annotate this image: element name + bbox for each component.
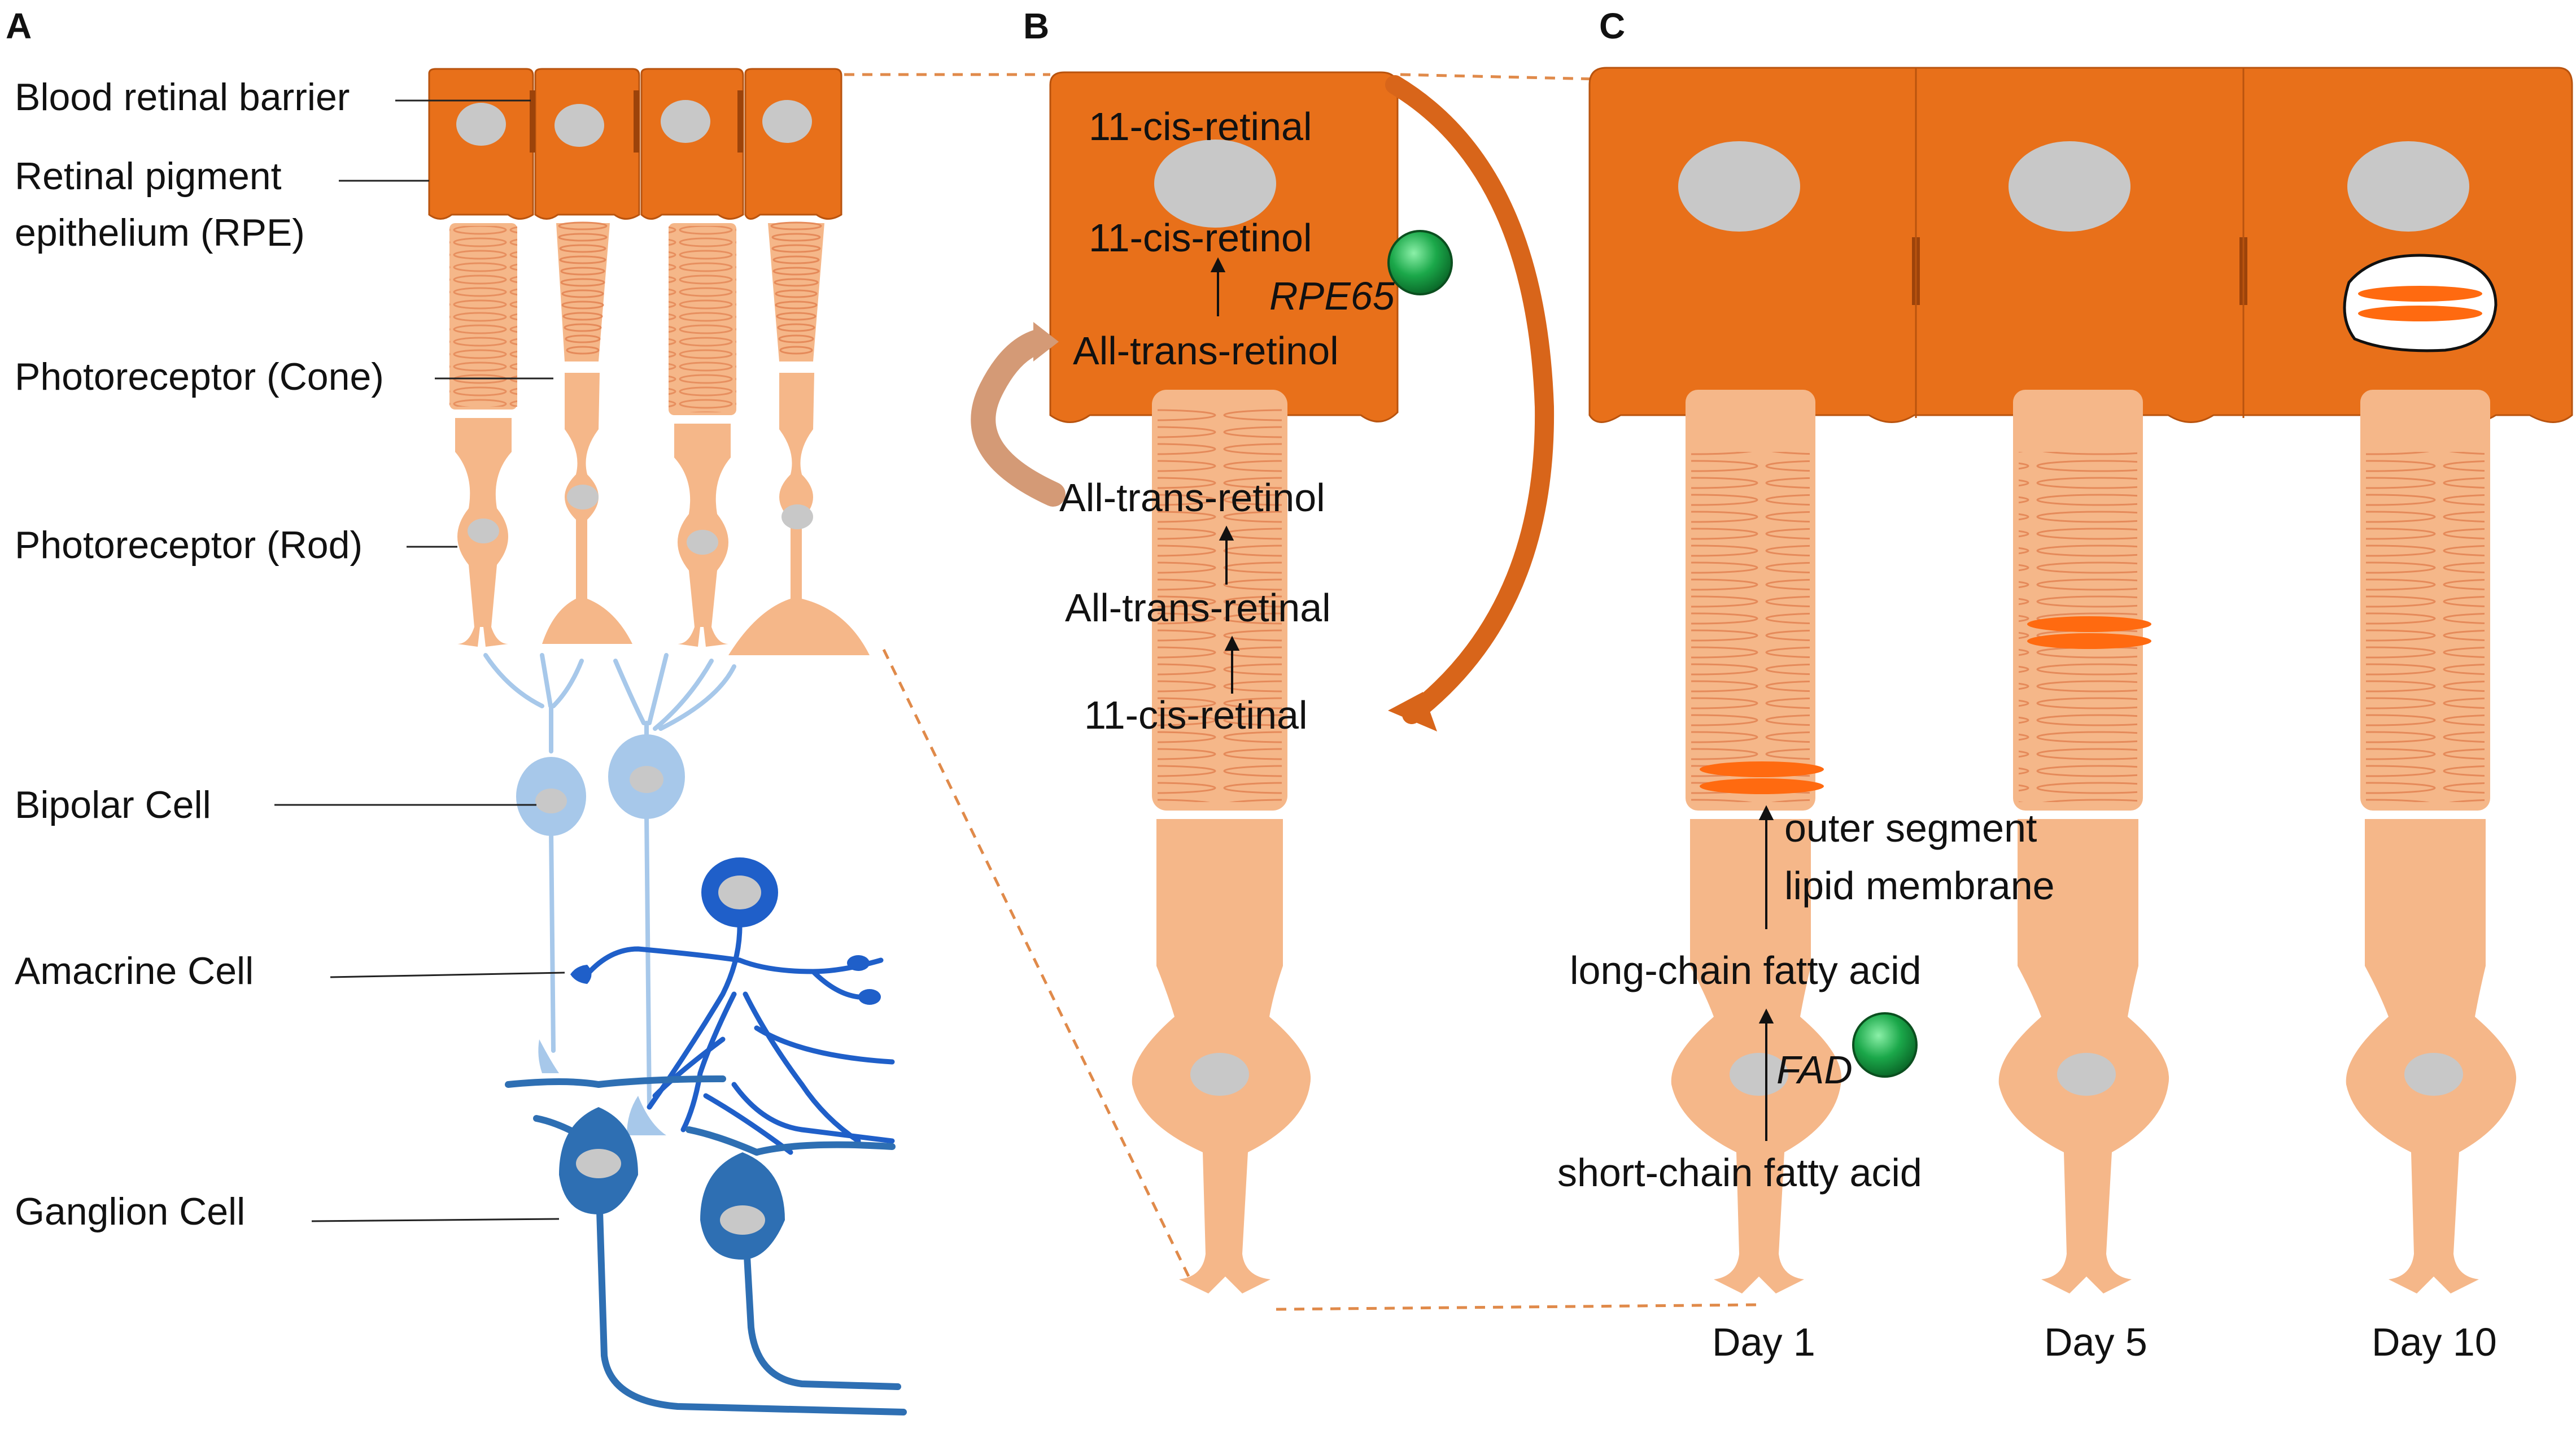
c-photoreceptor-day5 bbox=[1998, 390, 2169, 1293]
phagosome-lipid-disc bbox=[2358, 286, 2482, 302]
moving-lipid-disc bbox=[2027, 616, 2151, 632]
new-lipid-disc bbox=[1700, 761, 1824, 777]
zoom-connectors bbox=[844, 73, 1757, 1311]
label-photoreceptor-rod: Photoreceptor (Rod) bbox=[15, 524, 363, 567]
b-rpe-11-cis-retinol: 11-cis-retinol bbox=[1089, 216, 1312, 260]
c-photoreceptor-day1 bbox=[1671, 390, 1842, 1293]
panel-b-step-arrows bbox=[1210, 257, 1240, 694]
label-bipolar-cell: Bipolar Cell bbox=[15, 783, 211, 826]
b-rpe-11-cis-retinal: 11-cis-retinal bbox=[1089, 104, 1312, 149]
fad-enzyme-icon bbox=[1852, 1012, 1918, 1078]
c-rpe-nucleus-day1 bbox=[1678, 141, 1800, 232]
rod-cell bbox=[449, 223, 517, 647]
c-outer-segment-line1: outer segment bbox=[1784, 806, 2037, 850]
panel-a-amacrine-cell bbox=[570, 857, 895, 1155]
label-amacrine-cell: Amacrine Cell bbox=[15, 949, 254, 992]
label-ganglion-cell: Ganglion Cell bbox=[15, 1190, 245, 1233]
panel-a-letter: A bbox=[6, 6, 32, 46]
panel-a-bipolar-bodies bbox=[516, 734, 685, 1135]
panel-a-bipolar-cells bbox=[483, 653, 736, 1109]
c-photoreceptor-day10 bbox=[2346, 390, 2517, 1293]
c-long-chain-fatty-acid: long-chain fatty acid bbox=[1570, 948, 1922, 992]
c-rpe-nucleus-day10 bbox=[2347, 141, 2469, 232]
panel-b-letter: B bbox=[1023, 6, 1049, 46]
cone-cell bbox=[728, 221, 870, 655]
b-rpe65-label: RPE65 bbox=[1269, 274, 1395, 318]
panel-c-letter: C bbox=[1599, 6, 1625, 46]
c-day1-label: Day 1 bbox=[1712, 1320, 1815, 1364]
c-short-chain-fatty-acid: short-chain fatty acid bbox=[1557, 1151, 1922, 1195]
panel-b-rpe-cell bbox=[1049, 71, 1399, 423]
rod-cell bbox=[669, 223, 736, 647]
panel-a-rpe-layer bbox=[428, 68, 842, 220]
panel-a-photoreceptors bbox=[449, 221, 870, 655]
label-photoreceptor-cone: Photoreceptor (Cone) bbox=[15, 355, 384, 398]
cycle-arrowhead-down bbox=[1388, 692, 1437, 731]
label-rpe-line2: epithelium (RPE) bbox=[15, 211, 305, 254]
rpe65-enzyme-icon bbox=[1387, 230, 1453, 295]
panel-c: outer segment lipid membrane long-chain … bbox=[1557, 67, 2573, 1364]
c-day10-label: Day 10 bbox=[2372, 1320, 2497, 1364]
panel-c-rpe-layer bbox=[1588, 67, 2573, 423]
phagosome-lipid-disc bbox=[2358, 306, 2482, 321]
panel-c-pathway-arrows bbox=[1758, 805, 1774, 1141]
label-blood-retinal-barrier: Blood retinal barrier bbox=[15, 76, 350, 119]
label-rpe-line1: Retinal pigment bbox=[15, 155, 282, 198]
panel-b-rpe-nucleus bbox=[1154, 140, 1276, 228]
panel-a-ganglion-cells bbox=[505, 1075, 907, 1415]
c-day5-label: Day 5 bbox=[2044, 1320, 2147, 1364]
c-fad-label: FAD bbox=[1776, 1048, 1853, 1092]
b-pr-all-trans-retinol: All-trans-retinol bbox=[1059, 476, 1325, 520]
phagosome bbox=[2343, 254, 2498, 352]
panel-b-photoreceptor bbox=[1132, 390, 1311, 1293]
c-rpe-nucleus-day5 bbox=[2009, 141, 2130, 232]
panel-b: 11-cis-retinal 11-cis-retinol RPE65 All-… bbox=[971, 71, 1555, 1293]
new-lipid-disc bbox=[1700, 778, 1824, 794]
b-pr-11-cis-retinal: 11-cis-retinal bbox=[1084, 693, 1308, 737]
cone-cell bbox=[542, 221, 632, 644]
panel-a: Blood retinal barrier Retinal pigment ep… bbox=[15, 68, 907, 1415]
moving-lipid-disc bbox=[2027, 633, 2151, 649]
c-outer-segment-line2: lipid membrane bbox=[1784, 864, 2055, 908]
cycle-arrow-rpe-to-photoreceptor bbox=[1385, 75, 1555, 724]
cycle-arrowhead-up bbox=[1033, 322, 1059, 361]
b-pr-all-trans-retinal: All-trans-retinal bbox=[1065, 586, 1331, 630]
panel-a-leader-lines bbox=[274, 99, 565, 1222]
b-rpe-all-trans-retinol: All-trans-retinol bbox=[1073, 329, 1339, 373]
cycle-arrow-photoreceptor-to-rpe bbox=[971, 329, 1066, 507]
